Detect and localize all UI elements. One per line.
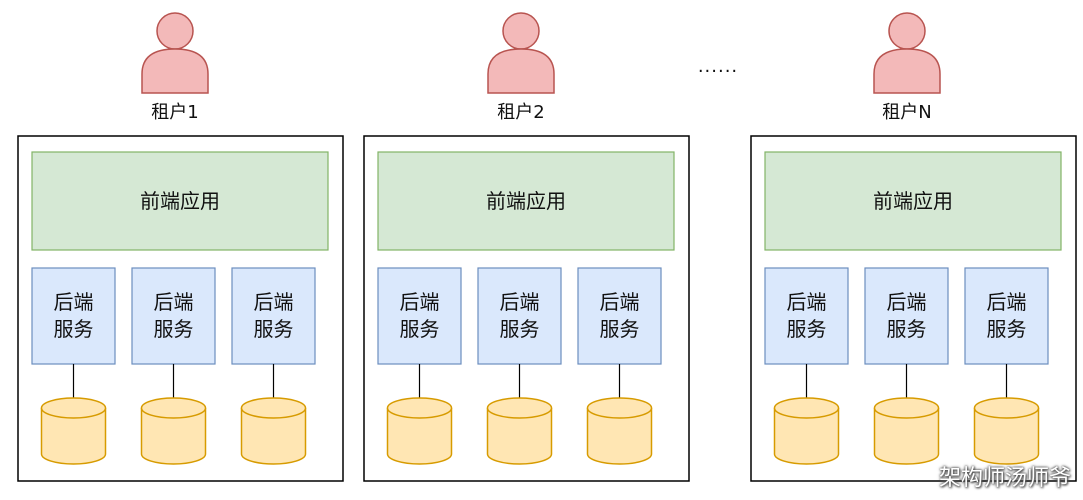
database-top-icon	[140, 397, 207, 419]
backend-service-label-line2: 服务	[500, 317, 540, 341]
database-top-icon	[240, 397, 307, 419]
backend-service-label-line1: 后端	[500, 290, 540, 314]
watermark: 架构师汤师爷	[938, 466, 1071, 491]
user-body-icon	[141, 48, 209, 94]
database-icon	[873, 408, 940, 465]
backend-service-box	[964, 267, 1049, 365]
backend-service-box	[764, 267, 849, 365]
backend-service-box	[864, 267, 949, 365]
frontend-app-box	[764, 151, 1062, 251]
database-top-icon	[40, 397, 107, 419]
tenant-label: 租户N	[882, 102, 931, 123]
backend-service-label-line2: 服务	[787, 317, 827, 341]
backend-service-box	[477, 267, 562, 365]
backend-service-label-line2: 服务	[887, 317, 927, 341]
ellipsis-text: ......	[698, 56, 738, 77]
database-icon	[486, 408, 553, 465]
tenant-label: 租户2	[497, 102, 544, 123]
backend-service-box	[131, 267, 216, 365]
user-head-icon	[156, 12, 194, 50]
backend-service-label-line2: 服务	[600, 317, 640, 341]
frontend-app-label: 前端应用	[873, 189, 953, 213]
database-icon	[586, 408, 653, 465]
backend-service-label-line2: 服务	[154, 317, 194, 341]
backend-service-label-line1: 后端	[787, 290, 827, 314]
frontend-app-box	[31, 151, 329, 251]
backend-service-box	[377, 267, 462, 365]
backend-service-label-line2: 服务	[987, 317, 1027, 341]
user-body-icon	[487, 48, 555, 94]
frontend-app-label: 前端应用	[140, 189, 220, 213]
user-head-icon	[502, 12, 540, 50]
database-top-icon	[486, 397, 553, 419]
backend-service-label-line2: 服务	[54, 317, 94, 341]
frontend-app-box	[377, 151, 675, 251]
database-icon	[386, 408, 453, 465]
backend-service-box	[577, 267, 662, 365]
backend-service-label-line1: 后端	[400, 290, 440, 314]
database-icon	[140, 408, 207, 465]
database-top-icon	[873, 397, 940, 419]
database-top-icon	[386, 397, 453, 419]
backend-service-box	[31, 267, 116, 365]
backend-service-label-line2: 服务	[400, 317, 440, 341]
database-top-icon	[586, 397, 653, 419]
user-body-icon	[873, 48, 941, 94]
database-icon	[773, 408, 840, 465]
database-icon	[40, 408, 107, 465]
backend-service-label-line2: 服务	[254, 317, 294, 341]
user-head-icon	[888, 12, 926, 50]
backend-service-label-line1: 后端	[254, 290, 294, 314]
database-icon	[240, 408, 307, 465]
backend-service-label-line1: 后端	[887, 290, 927, 314]
frontend-app-label: 前端应用	[486, 189, 566, 213]
backend-service-label-line1: 后端	[987, 290, 1027, 314]
backend-service-label-line1: 后端	[600, 290, 640, 314]
backend-service-label-line1: 后端	[154, 290, 194, 314]
database-icon	[973, 408, 1040, 465]
backend-service-label-line1: 后端	[54, 290, 94, 314]
database-top-icon	[773, 397, 840, 419]
tenant-label: 租户1	[151, 102, 198, 123]
database-top-icon	[973, 397, 1040, 419]
backend-service-box	[231, 267, 316, 365]
